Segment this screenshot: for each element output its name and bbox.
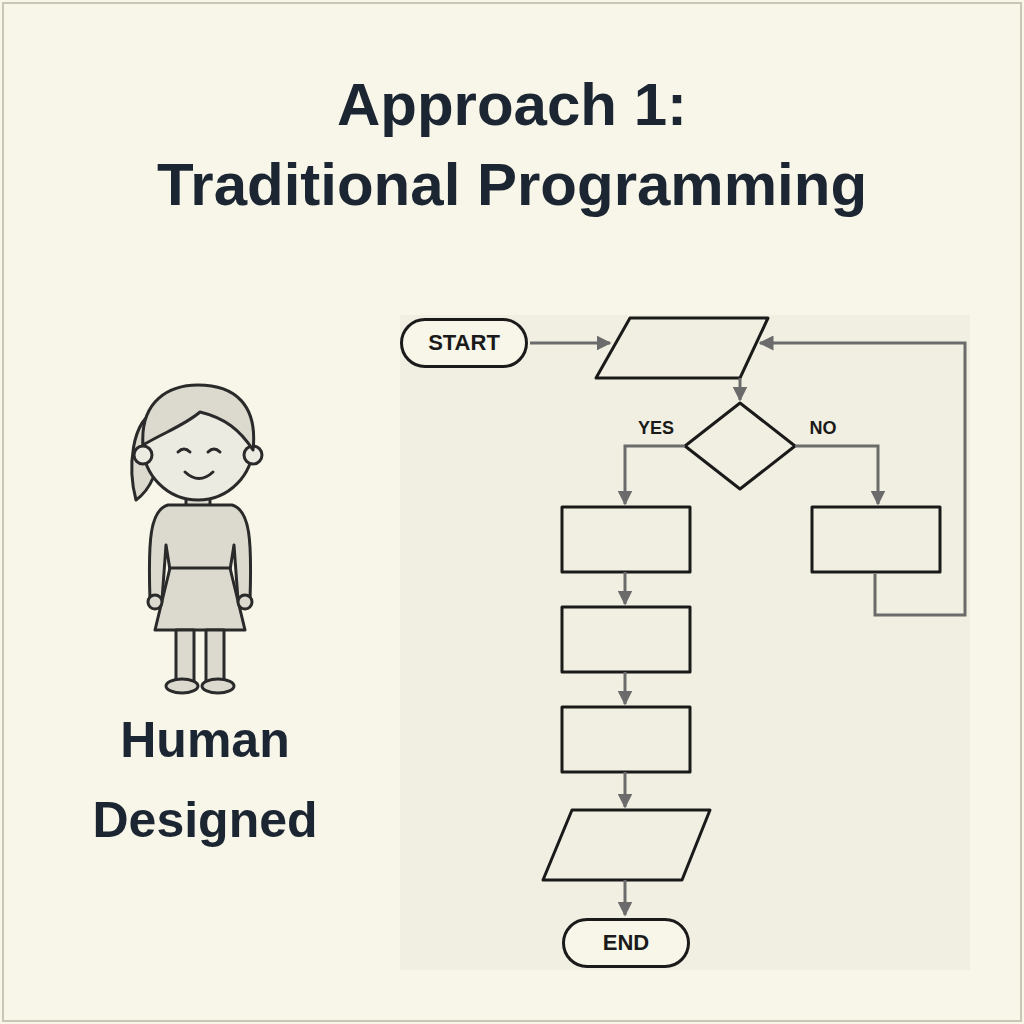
flow-arrow bbox=[624, 672, 627, 704]
spacer bbox=[732, 65, 912, 145]
io-shape bbox=[596, 318, 768, 378]
flow-arrow bbox=[530, 342, 610, 345]
title-text: Approach 1: Traditional Programming bbox=[157, 71, 867, 218]
title: Approach 1: Traditional Programming bbox=[112, 65, 912, 225]
io-shape bbox=[543, 810, 710, 880]
branch-label: YES bbox=[626, 416, 686, 440]
terminal-pill: END bbox=[562, 918, 690, 968]
flow-arrow bbox=[739, 378, 742, 400]
terminal-text: END bbox=[603, 930, 649, 956]
loop-arrow bbox=[760, 343, 965, 615]
spacer bbox=[112, 65, 292, 145]
process-box bbox=[562, 607, 690, 672]
terminal-text: START bbox=[428, 330, 500, 356]
process-box bbox=[562, 707, 690, 772]
terminal-pill: START bbox=[400, 318, 528, 368]
frame bbox=[3, 3, 1021, 1021]
flow-arrow bbox=[795, 446, 878, 504]
flow-arrow bbox=[624, 772, 627, 807]
flow-arrow bbox=[624, 880, 627, 915]
process-box bbox=[812, 507, 940, 572]
process-box bbox=[562, 507, 690, 572]
panel bbox=[400, 315, 970, 970]
decision-diamond bbox=[685, 403, 795, 489]
flow-arrow bbox=[624, 572, 627, 604]
flow-arrow bbox=[625, 446, 685, 504]
figure-caption: Human Designed bbox=[70, 700, 340, 860]
branch-label: NO bbox=[793, 416, 853, 440]
girl-figure bbox=[132, 385, 262, 693]
